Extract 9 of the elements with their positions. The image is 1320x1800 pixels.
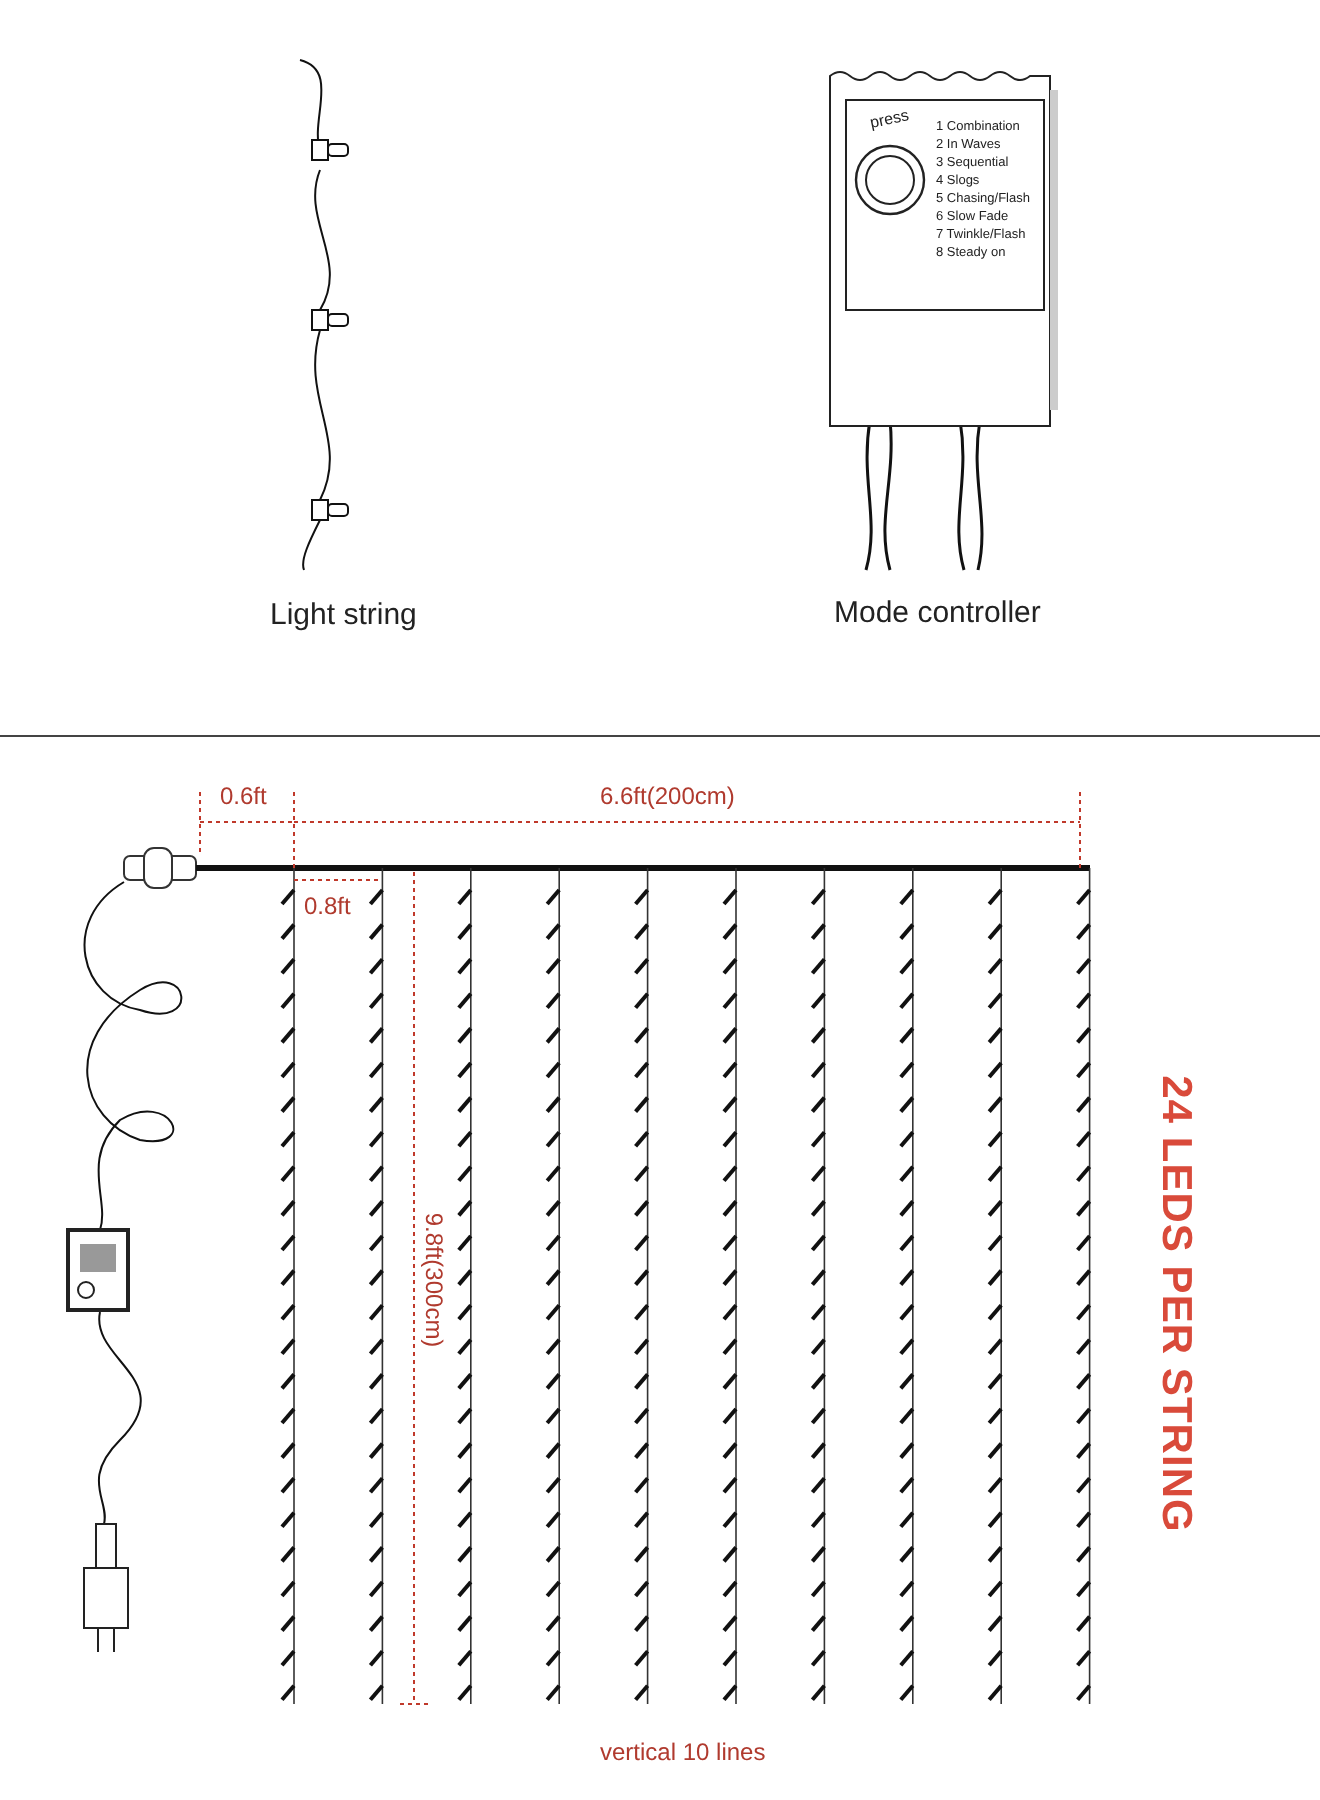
caption: vertical 10 lines (600, 1740, 766, 1764)
caption: Light string (270, 600, 417, 630)
dimension-label: 9.8ft(300cm) (422, 1212, 446, 1348)
dimension-label: 6.6ft(200cm) (600, 784, 735, 808)
dimension-label: 0.8ft (304, 894, 351, 918)
caption: Mode controller (834, 598, 1041, 628)
dimension-label: 0.6ft (220, 784, 267, 808)
vertical-heading: 24 LEDS PER STRING (1155, 1075, 1197, 1533)
button-caption: press (868, 108, 911, 132)
